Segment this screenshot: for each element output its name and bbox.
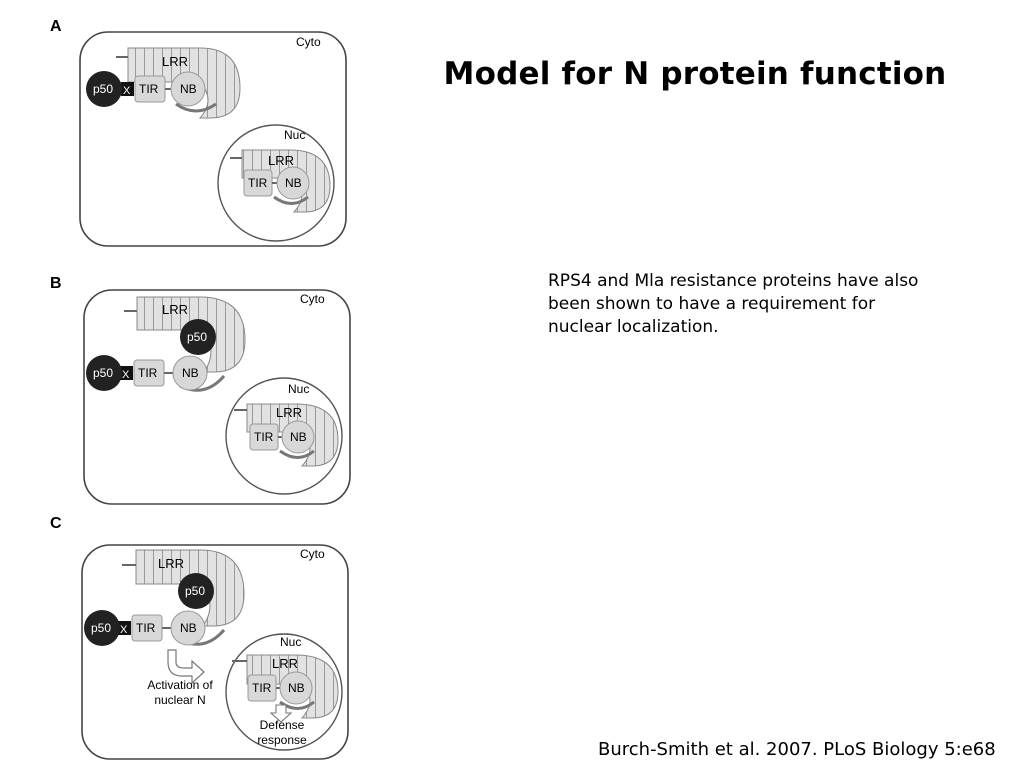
activation-label-line1: Activation of xyxy=(147,678,213,692)
n-protein-cytoplasmic: LRR p50 TIR NB X p50 xyxy=(84,549,245,646)
panel-c-letter: C xyxy=(50,515,62,532)
n-protein-nuclear: LRR TIR NB Defense response xyxy=(232,654,339,747)
lrr-label: LRR xyxy=(158,556,184,571)
lrr-label: LRR xyxy=(268,153,294,168)
lrr-label: LRR xyxy=(162,54,188,69)
nb-label: NB xyxy=(182,366,199,380)
n-protein-cytoplasmic: LRR TIR NB X p50 xyxy=(86,47,241,119)
p50-protein xyxy=(180,319,216,355)
lrr-label: LRR xyxy=(276,405,302,420)
nuc-label: Nuc xyxy=(288,382,309,396)
tir-label: TIR xyxy=(248,176,268,190)
x-marker xyxy=(118,621,131,635)
cyto-label: Cyto xyxy=(296,35,321,49)
p50-label: p50 xyxy=(91,621,111,635)
cyto-label: Cyto xyxy=(300,547,325,561)
x-label: X xyxy=(122,369,130,381)
p50-protein xyxy=(86,71,122,107)
tir-label: TIR xyxy=(138,366,158,380)
defense-label-line2: response xyxy=(257,733,307,747)
panel-b-letter: B xyxy=(50,275,62,292)
nb-domain xyxy=(279,671,313,705)
nb-domain xyxy=(170,71,206,107)
defense-arrow-icon xyxy=(269,704,293,723)
nb-domain xyxy=(172,355,208,391)
activation-label-line2: nuclear N xyxy=(154,693,205,707)
p50-label: p50 xyxy=(93,82,113,96)
x-label: X xyxy=(123,85,131,97)
p50-protein xyxy=(86,355,122,391)
panel-a: Cyto LRR TIR NB X p50 Nuc LRR TIR xyxy=(79,31,347,247)
nb-label: NB xyxy=(290,430,307,444)
lrr-domain xyxy=(127,47,241,119)
citation: Burch-Smith et al. 2007. PLoS Biology 5:… xyxy=(598,739,996,760)
nb-domain xyxy=(170,610,206,646)
p50-protein xyxy=(178,573,214,609)
p50-label: p50 xyxy=(93,366,113,380)
p50-label: p50 xyxy=(185,584,205,598)
nuc-label: Nuc xyxy=(280,635,301,649)
n-protein-cytoplasmic: LRR p50 TIR NB X p50 xyxy=(86,296,246,392)
tir-label: TIR xyxy=(252,681,272,695)
cyto-label: Cyto xyxy=(300,292,325,306)
slide-title: Model for N protein function xyxy=(443,56,947,92)
nb-label: NB xyxy=(288,681,305,695)
panel-c: Cyto LRR p50 TIR NB X p50 Activation of … xyxy=(81,544,349,760)
lrr-label: LRR xyxy=(272,656,298,671)
lrr-label: LRR xyxy=(162,302,188,317)
p50-label: p50 xyxy=(187,330,207,344)
n-protein-nuclear: LRR TIR NB xyxy=(234,403,339,467)
defense-label-line1: Defense xyxy=(260,718,305,732)
x-marker xyxy=(120,366,133,380)
nb-label: NB xyxy=(180,82,197,96)
nb-domain xyxy=(281,420,315,454)
activation-arrow-icon xyxy=(167,649,205,685)
tir-label: TIR xyxy=(139,82,159,96)
tir-label: TIR xyxy=(254,430,274,444)
nb-label: NB xyxy=(180,621,197,635)
panel-a-letter: A xyxy=(50,18,62,35)
body-text: RPS4 and Mla resistance proteins have al… xyxy=(548,271,919,337)
nuc-label: Nuc xyxy=(284,128,305,142)
tir-label: TIR xyxy=(136,621,156,635)
nb-label: NB xyxy=(285,176,302,190)
n-protein-nuclear: LRR TIR NB xyxy=(230,149,331,213)
nb-domain xyxy=(276,166,310,200)
p50-protein xyxy=(84,610,120,646)
x-label: X xyxy=(120,624,128,636)
panel-b: Cyto LRR p50 TIR NB X p50 Nuc LRR T xyxy=(83,289,351,505)
x-marker xyxy=(121,82,134,96)
